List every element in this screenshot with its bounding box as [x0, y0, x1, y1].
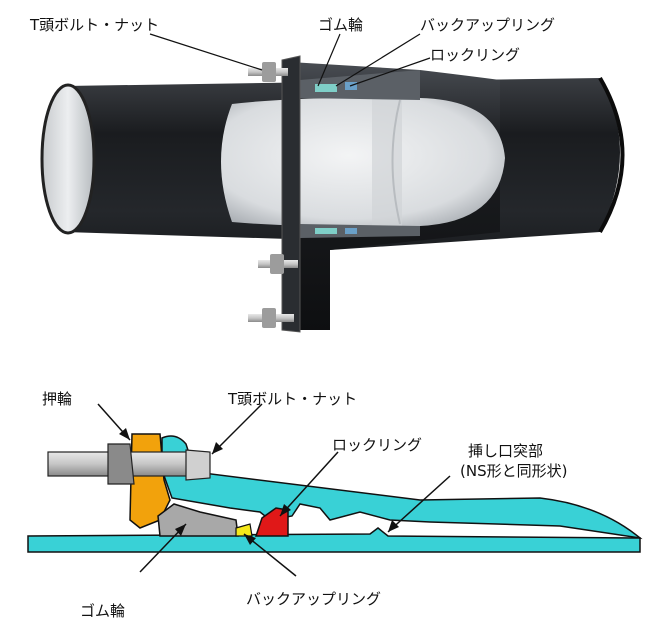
- gland-flange: [281, 55, 301, 333]
- label-spigot-projection-1: 挿し口突部: [468, 442, 543, 460]
- cut-rubber-bottom: [315, 228, 337, 234]
- bottom-figure: 押輪 T頭ボルト・ナット ロックリング 挿し口突部 (NS形と同形状) ゴム輪 …: [27, 390, 643, 620]
- pipe-left-end: [40, 83, 96, 235]
- label-t-bolt-nut-top: T頭ボルト・ナット: [29, 16, 159, 34]
- leader-t-bolt-bottom: [211, 403, 263, 455]
- backup-ring-section: [235, 523, 253, 537]
- label-lock-ring-top: ロックリング: [430, 46, 520, 64]
- t-bolt-section: [47, 443, 211, 485]
- leader-backup-top: [335, 33, 421, 87]
- label-t-bolt-nut-bottom: T頭ボルト・ナット: [227, 390, 357, 408]
- cut-rubber-top: [315, 84, 337, 92]
- pipe-right-end: [598, 76, 625, 234]
- label-rubber-ring-bottom: ゴム輪: [80, 602, 125, 620]
- label-spigot-projection-2: (NS形と同形状): [460, 462, 567, 480]
- leader-rubber-top: [317, 33, 341, 87]
- cutaway-interior: [221, 97, 505, 227]
- leader-lock-ring-bottom: [279, 451, 339, 517]
- label-lock-ring-bottom: ロックリング: [332, 436, 422, 454]
- t-bolt-top: [248, 62, 288, 82]
- leader-spigot-projection: [387, 475, 451, 533]
- spigot-pipe-section: [27, 527, 641, 553]
- top-figure: T頭ボルト・ナット ゴム輪 バックアップリング ロックリング: [29, 16, 625, 333]
- cut-section-bottom: [300, 224, 420, 238]
- leader-rubber-ring-bottom: [139, 523, 187, 573]
- cut-section-top: [300, 70, 420, 100]
- spigot-wall: [372, 98, 402, 226]
- label-rubber-ring-top: ゴム輪: [318, 16, 363, 34]
- label-backup-ring-top: バックアップリング: [420, 16, 555, 34]
- leader-backup-ring-bottom: [243, 533, 297, 577]
- label-backup-ring-bottom: バックアップリング: [246, 590, 381, 608]
- leader-lock-top: [349, 57, 431, 87]
- rubber-ring-section: [157, 503, 239, 537]
- t-bolt-bottom: [248, 254, 298, 328]
- cut-lock-bottom: [345, 228, 357, 234]
- label-gland: 押輪: [42, 390, 72, 408]
- leader-t-bolt-top: [149, 33, 263, 71]
- leader-gland: [97, 403, 131, 441]
